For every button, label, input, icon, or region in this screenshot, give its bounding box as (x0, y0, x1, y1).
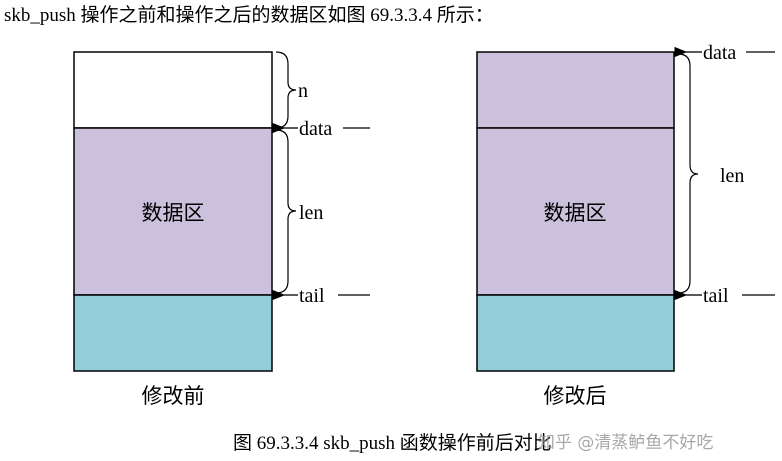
headroom-area (73, 51, 273, 129)
before-buffer: 数据区 修改前 n len data tail (73, 51, 370, 408)
label-n: n (298, 80, 308, 102)
region-label: 数据区 (544, 201, 607, 225)
tail-area (476, 294, 675, 372)
label-len: len (720, 165, 744, 187)
caption-before: 修改前 (142, 384, 205, 408)
figure-caption: 图 69.3.3.4 skb_push 函数操作前后对比 (233, 432, 552, 454)
brace-n (275, 51, 297, 129)
pushed-area (476, 51, 675, 129)
brace-len (677, 53, 699, 294)
label-tail: tail (703, 285, 729, 307)
label-data: data (703, 42, 736, 64)
intro-text: skb_push 操作之前和操作之后的数据区如图 69.3.3.4 所示： (4, 4, 494, 26)
after-buffer: 数据区 修改后 len data tail (476, 42, 775, 408)
label-data: data (299, 118, 332, 140)
label-len: len (299, 202, 323, 224)
label-tail: tail (299, 285, 325, 307)
caption-after: 修改后 (544, 384, 607, 408)
tail-area (73, 294, 273, 372)
data-area (73, 127, 273, 296)
region-label: 数据区 (142, 201, 205, 225)
watermark: 知乎 @清蒸鲈鱼不好吃 (538, 433, 713, 453)
brace-len (275, 129, 297, 294)
